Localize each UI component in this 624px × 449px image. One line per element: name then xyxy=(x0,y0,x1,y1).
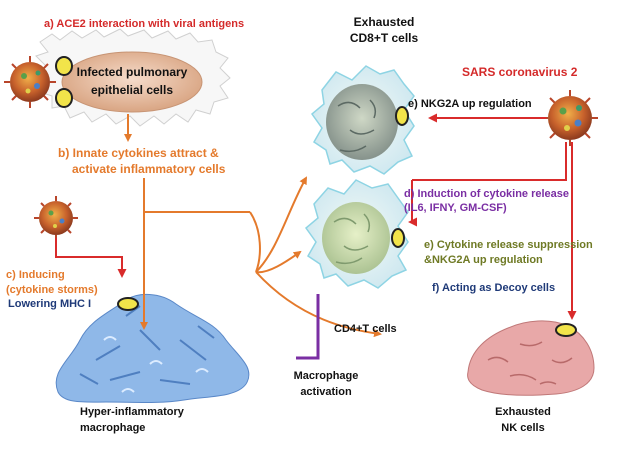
step-c-label: c) Inducing (cytokine storms) xyxy=(6,268,98,298)
arrow-virus-to-macrophage xyxy=(55,238,127,278)
virus-effect-arrows xyxy=(408,113,577,320)
exhausted-nk-label: Exhausted NK cells xyxy=(478,404,568,436)
step-c-line2: (cytokine storms) xyxy=(6,284,98,296)
macrophage-activation-label: Macrophage activation xyxy=(286,368,366,400)
step-c-line3: Lowering MHC I xyxy=(8,298,92,310)
exhausted-cd8-line1: Exhausted xyxy=(353,15,415,29)
infected-epithelial-cell xyxy=(33,28,231,127)
exhausted-cd8-label: Exhausted CD8+T cells xyxy=(324,14,444,46)
step-a-label: a) ACE2 interaction with viral antigens xyxy=(44,18,245,30)
step-e-line2: &NKG2A up regulation xyxy=(424,254,543,266)
exhausted-nk-cell xyxy=(467,320,595,396)
step-b-line1: b) Innate cytokines attract & xyxy=(58,146,219,160)
epithelial-label-line2: epithelial cells xyxy=(90,83,174,97)
ace2-receptor-icon xyxy=(55,56,73,108)
step-b-label: b) Innate cytokines attract & activate i… xyxy=(58,145,225,177)
step-c-line1: c) Inducing xyxy=(6,269,65,281)
step-d-line2: (IL6, IFNY, GM-CSF) xyxy=(404,202,507,214)
hyper-inflammatory-line1: Hyper-inflammatory xyxy=(80,406,184,418)
receptor-icon xyxy=(395,106,409,126)
cd4-label: CD4+T cells xyxy=(334,323,397,335)
epithelial-label-line1: Infected pulmonary xyxy=(76,65,188,79)
exhausted-nk-line1: Exhausted xyxy=(495,406,551,418)
step-e-top-label: e) NKG2A up regulation xyxy=(408,98,532,110)
macrophage-activation-bracket xyxy=(296,294,320,360)
epithelial-cell-label: Infected pulmonary epithelial cells xyxy=(72,63,192,99)
macrophage-activation-line1: Macrophage xyxy=(293,370,359,382)
cd4-t-cell xyxy=(304,179,409,289)
hyper-inflammatory-macrophage xyxy=(55,294,250,403)
step-d-label: d) Induction of cytokine release (IL6, I… xyxy=(404,187,569,215)
sars-cov-2-virus-icon xyxy=(542,90,598,146)
step-d-line1: d) Induction of cytokine release xyxy=(404,188,570,200)
receptor-icon xyxy=(555,323,577,337)
step-e-label: e) Cytokine release suppression &NKG2A u… xyxy=(424,238,593,268)
hyper-inflammatory-label: Hyper-inflammatory macrophage xyxy=(80,404,184,436)
exhausted-nk-line2: NK cells xyxy=(501,422,545,434)
hyper-inflammatory-line2: macrophage xyxy=(80,422,146,434)
virus-icon xyxy=(34,196,78,240)
exhausted-cd8-line2: CD8+T cells xyxy=(349,31,419,45)
step-e-line1: e) Cytokine release suppression xyxy=(424,239,593,251)
virus-icon xyxy=(4,56,56,108)
receptor-icon xyxy=(391,228,405,248)
step-f-label: f) Acting as Decoy cells xyxy=(432,282,556,294)
macrophage-activation-line2: activation xyxy=(300,386,352,398)
exhausted-cd8-t-cell xyxy=(310,65,415,175)
step-b-line2: activate inflammatory cells xyxy=(72,162,226,176)
diagram-title: SARS coronavirus 2 xyxy=(462,65,578,79)
receptor-icon xyxy=(117,297,139,311)
arrow-cytokines-to-tcells xyxy=(140,176,382,338)
